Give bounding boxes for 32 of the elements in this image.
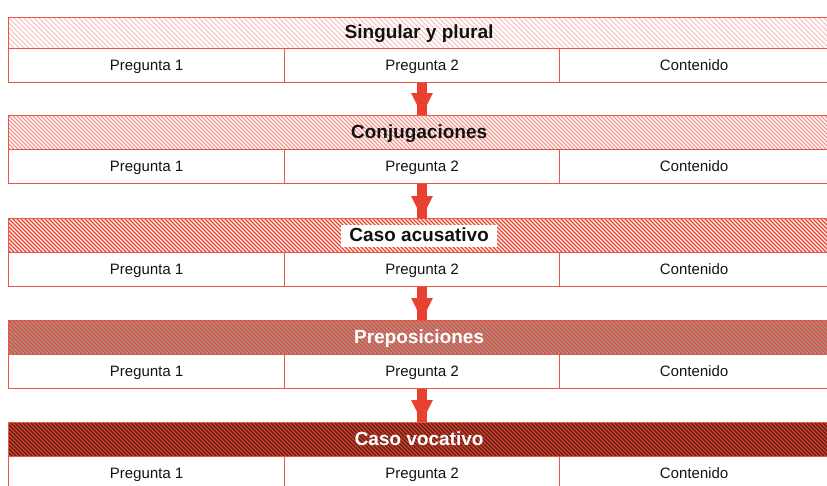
down-arrow xyxy=(411,184,433,218)
header-band xyxy=(8,115,827,150)
cell-text: Contenido xyxy=(660,56,728,74)
header-band xyxy=(8,17,827,49)
cell-text: Pregunta 2 xyxy=(385,362,459,380)
cell-text: Pregunta 1 xyxy=(110,158,184,175)
cell-text: Pregunta 2 xyxy=(385,260,459,278)
section-title: Caso acusativo xyxy=(341,224,497,246)
section-title: Preposiciones xyxy=(353,326,485,348)
down-arrow xyxy=(411,287,433,320)
cell-text: Contenido xyxy=(660,260,728,278)
header-band xyxy=(8,422,827,457)
section-title: Singular y plural xyxy=(344,22,494,44)
table-cell xyxy=(8,252,285,287)
cell-text: Pregunta 1 xyxy=(110,260,184,278)
header-band xyxy=(8,320,827,355)
cell-text: Contenido xyxy=(660,362,728,380)
table-cell xyxy=(8,354,285,389)
cell-text: Pregunta 2 xyxy=(385,56,459,74)
cell-text: Contenido xyxy=(660,464,728,482)
down-arrow xyxy=(411,83,433,115)
table-cell xyxy=(8,148,285,184)
section-title: Conjugaciones xyxy=(350,122,488,144)
cell-text: Contenido xyxy=(660,158,728,175)
cell-text: Pregunta 1 xyxy=(110,362,184,380)
cell-text: Pregunta 2 xyxy=(385,158,459,175)
cell-text: Pregunta 1 xyxy=(110,464,184,482)
section-title: Caso vocativo xyxy=(354,428,484,450)
header-band xyxy=(8,218,827,253)
cell-text: Pregunta 2 xyxy=(385,464,459,482)
table-cell xyxy=(8,48,285,83)
cell-text: Pregunta 1 xyxy=(110,56,184,74)
